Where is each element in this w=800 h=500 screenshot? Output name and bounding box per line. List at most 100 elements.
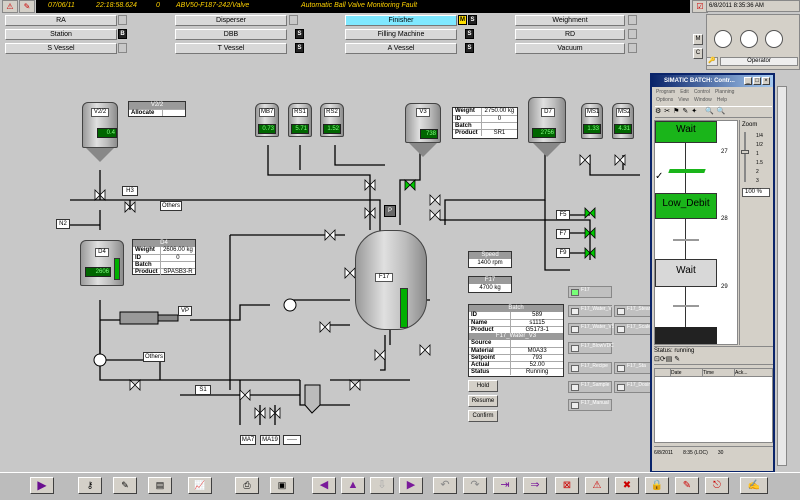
area-station[interactable]: Station <box>5 29 117 40</box>
group-f17-water-v[interactable]: F17_Water_V <box>568 305 612 317</box>
tank-d7-label: D7 <box>541 108 555 117</box>
stop-icon[interactable]: ✖ <box>615 477 639 494</box>
menu-program[interactable]: Program <box>656 89 676 95</box>
batch-window-title[interactable]: SIMATIC BATCH: Contr... <box>652 75 773 87</box>
menu-window[interactable]: Window <box>693 97 712 103</box>
sfc-step-wait-1[interactable]: Wait <box>655 121 717 143</box>
menu-control[interactable]: Control <box>693 89 710 95</box>
sfc-link-2 <box>685 173 686 193</box>
key-icon-bottom[interactable]: ⚷ <box>78 477 102 494</box>
edit-icon[interactable]: ✎ <box>675 477 699 494</box>
sfc-step-next[interactable] <box>655 327 717 344</box>
play-icon[interactable]: ▶ <box>30 477 54 494</box>
zoom-level-1-5[interactable]: 1.5 <box>756 160 763 166</box>
area-ra[interactable]: RA <box>5 15 117 26</box>
area-dbb[interactable]: DBB <box>175 29 287 40</box>
v3-batch-value <box>482 123 517 129</box>
area-weighment[interactable]: Weighment <box>515 15 625 26</box>
cancel-process-icon[interactable]: ⊠ <box>555 477 579 494</box>
col-ack[interactable]: Ack... <box>735 370 748 376</box>
zoom-level-quarter[interactable]: 1/4 <box>756 133 763 139</box>
screen-icon[interactable]: ▣ <box>270 477 294 494</box>
forward-icon[interactable]: ⇒ <box>523 477 547 494</box>
lock-icon[interactable]: 🔒 <box>645 477 669 494</box>
simatic-batch-window[interactable]: SIMATIC BATCH: Contr... _ □ × Program Ed… <box>650 73 775 473</box>
maximize-button[interactable]: □ <box>753 77 761 85</box>
minimize-button[interactable]: _ <box>744 77 752 85</box>
mode-c-button[interactable]: C <box>693 48 703 59</box>
allocate-label: Allocate <box>129 110 163 116</box>
menu-view[interactable]: View <box>678 97 689 103</box>
print-icon[interactable]: ⎙ <box>235 477 259 494</box>
sfc-step-wait-2[interactable]: Wait <box>655 259 717 287</box>
close-button[interactable]: × <box>762 77 770 85</box>
area-s-vessel[interactable]: S Vessel <box>5 43 117 54</box>
zoom-level-half[interactable]: 1/2 <box>756 142 763 148</box>
batch-window-scrollbar[interactable] <box>777 86 787 466</box>
report-icon[interactable]: ▤ <box>148 477 172 494</box>
area-a-vessel-status: S <box>465 43 474 53</box>
sign-icon[interactable]: ✍ <box>740 477 768 494</box>
batch-toolbar-2[interactable]: ⊡⟳▤ ✎ <box>654 355 773 365</box>
mode-m-button[interactable]: M <box>693 34 703 45</box>
area-t-vessel[interactable]: T Vessel <box>175 43 287 54</box>
others-label-2: Others <box>143 352 165 362</box>
undo-icon[interactable]: ↶ <box>433 477 457 494</box>
group-f17-manual[interactable]: F17_Manual <box>568 399 612 411</box>
group-f17-sample[interactable]: F17_Sample <box>568 381 612 393</box>
message-list[interactable]: Date Time Ack... <box>654 368 773 443</box>
zoom-level-1[interactable]: 1 <box>756 151 759 157</box>
group-f17[interactable]: F17 <box>568 286 612 298</box>
logout-icon[interactable]: ⎋ <box>705 477 729 494</box>
f9-label: F9 <box>556 248 570 258</box>
sfc-view[interactable]: Wait 27 ✓ Low_Debit 28 Wait 29 <box>654 120 738 345</box>
col-time[interactable]: Time <box>703 369 735 376</box>
next-icon[interactable]: ⇥ <box>493 477 517 494</box>
group-f17-scales[interactable]: F17_Scales <box>614 323 658 335</box>
resume-button[interactable]: Resume <box>468 395 498 407</box>
area-finisher[interactable]: Finisher <box>345 15 457 26</box>
key-icon[interactable]: 🔑 <box>706 57 718 66</box>
agitator-motor-p[interactable]: P <box>384 205 396 217</box>
confirm-button[interactable]: Confirm <box>468 410 498 422</box>
trend-icon[interactable]: 📈 <box>188 477 212 494</box>
col-date[interactable]: Date <box>671 369 703 376</box>
sfc-step-low-debit[interactable]: Low_Debit <box>655 193 717 219</box>
area-disperser[interactable]: Disperser <box>175 15 287 26</box>
group-f17-recipe[interactable]: F17_Recipe <box>568 362 612 374</box>
arrow-left-icon[interactable]: ◀ <box>312 477 336 494</box>
area-vacuum[interactable]: Vacuum <box>515 43 625 54</box>
area-filling-machine[interactable]: Filling Machine <box>345 29 457 40</box>
zoom-level-2[interactable]: 2 <box>756 169 759 175</box>
zoom-slider-thumb[interactable] <box>741 150 749 154</box>
acknowledge-icon[interactable]: ✎ <box>19 0 35 13</box>
alarm-ack-icon[interactable]: ⚠ <box>585 477 609 494</box>
area-rd[interactable]: RD <box>515 29 625 40</box>
area-a-vessel[interactable]: A Vessel <box>345 43 457 54</box>
redo-icon[interactable]: ↷ <box>463 477 487 494</box>
v3-weight-value: 2750.00 kg <box>484 108 515 114</box>
batch-toolbar[interactable]: ⚙✂⚑✎✦ 🔍🔍 <box>655 106 772 118</box>
notes-icon[interactable]: ✎ <box>113 477 137 494</box>
zoom-slider-track[interactable] <box>744 132 746 182</box>
col-icon[interactable] <box>655 369 671 376</box>
zoom-value[interactable]: 100 % <box>742 188 770 197</box>
group-f17-steam[interactable]: F17_Steam <box>614 305 658 317</box>
arrow-right-icon[interactable]: ▶ <box>399 477 423 494</box>
group-f17-blowvdc[interactable]: F17_BlowVDC <box>568 342 614 354</box>
arrow-up-icon[interactable]: ▲ <box>341 477 365 494</box>
arrow-down-icon[interactable]: ⇩ <box>370 477 394 494</box>
menu-options[interactable]: Options <box>656 97 674 103</box>
alarm-line[interactable]: 07/06/11 22:18:58.624 0 ABV50-F187-242/V… <box>36 0 690 13</box>
tank-rs2-value: 1.52 <box>323 124 341 134</box>
v22-allocate-box[interactable]: V2/2 Allocate <box>128 101 186 117</box>
hold-button[interactable]: Hold <box>468 380 498 392</box>
batch-product-value: G5173-1 <box>525 327 549 333</box>
group-steam-state <box>617 308 625 315</box>
menu-edit[interactable]: Edit <box>680 89 689 95</box>
menu-planning[interactable]: Planning <box>714 89 735 95</box>
zoom-level-3[interactable]: 3 <box>756 178 759 184</box>
group-f17-water-vs[interactable]: F17_Water_VS <box>568 323 615 335</box>
menu-help[interactable]: Help <box>716 97 728 103</box>
alarm-bell-icon[interactable]: ⚠ <box>2 0 18 13</box>
